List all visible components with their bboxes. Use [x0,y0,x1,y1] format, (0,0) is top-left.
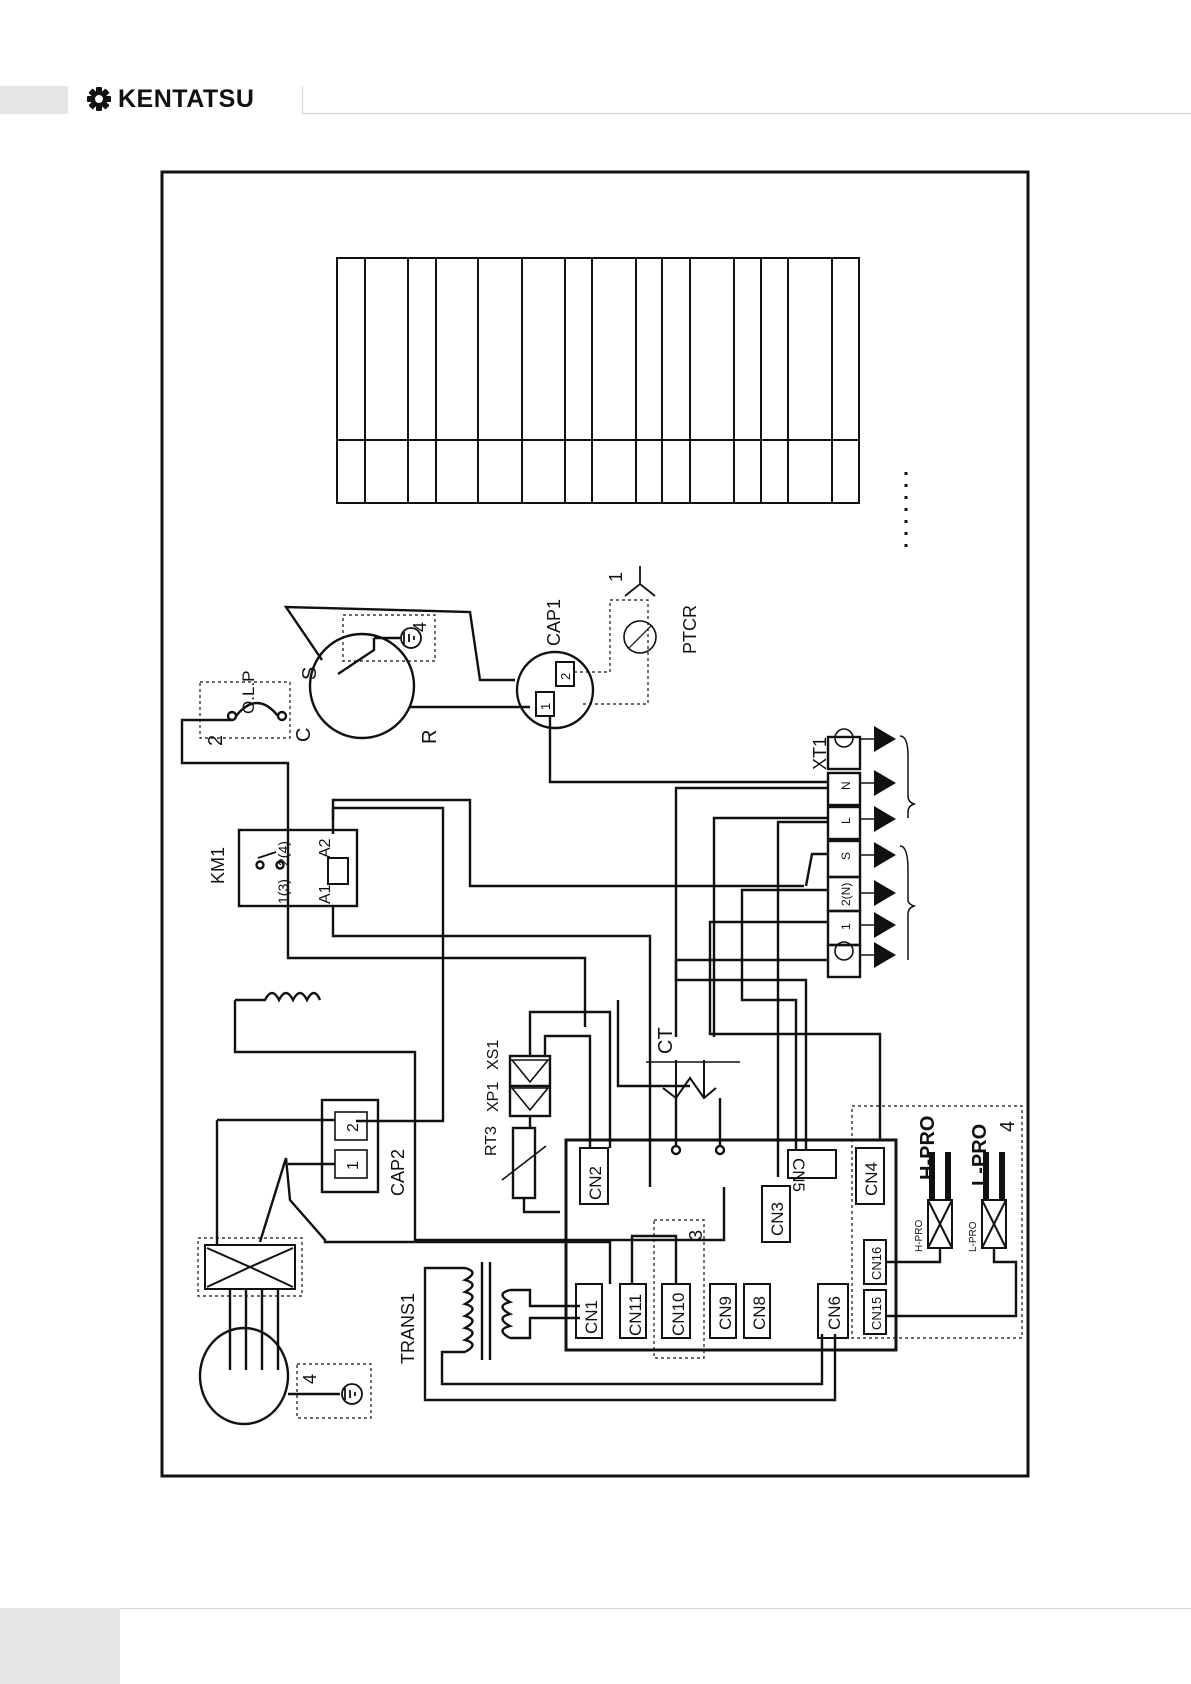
brand-name: KENTATSU [118,84,255,113]
cap1-pin1: 1 [538,703,553,710]
term-1-label: 1 [839,923,853,930]
footer-block [0,1608,120,1684]
cn10-group-box [653,1219,705,1359]
comp-s-label: S [299,667,321,680]
cn10-group-num: 3 [686,1230,706,1240]
fan-ground-num: 4 [300,1374,320,1384]
diagram-frame [160,170,1030,1478]
olp-label: O.L.P [239,671,258,714]
km1-contact-2: 2(4) [275,841,291,866]
xs1-label: XS1 [485,1040,502,1070]
ptcr [623,620,657,654]
cn10-label: CN10 [669,1293,688,1336]
header-separator [302,86,303,114]
cn15-label: CN15 [869,1297,884,1330]
cn3-label: CN3 [768,1202,787,1236]
cn9-label: CN9 [716,1296,735,1330]
header-rule [302,113,1191,114]
cap1 [515,650,595,730]
pcb-connectors [575,1147,887,1339]
pressure-switch-group [851,1105,1023,1339]
term-n-label: N [839,781,853,790]
cn11-label: CN11 [626,1294,645,1336]
ct-label: CT [655,1027,677,1054]
ptcr-label: PTCR [680,605,700,654]
ground-icon [400,627,422,649]
brand-logo: KENTATSU [86,84,254,114]
cap2-pin1: 1 [345,1161,362,1170]
cap2 [320,1098,380,1194]
fan-junction-box [197,1237,303,1297]
lpro-small-label: L-PRO [968,1221,979,1252]
cap1-label: CAP1 [544,599,564,646]
fan-ground-box [296,1363,372,1419]
legend-table [336,257,860,504]
ct-sensor [662,1060,717,1100]
term-l-label: L [839,817,853,824]
terminal-arrows [874,726,896,968]
comp-c-label: C [293,728,315,742]
pro-group-num: 4 [997,1121,1019,1132]
ground-num-label: 4 [410,622,430,632]
ptcr-wire [574,599,649,705]
km1-contact-1: 1(3) [275,879,291,904]
term-s-label: S [839,852,853,860]
cap2-label: CAP2 [388,1149,408,1196]
compressor-ground-box [342,614,436,662]
comp-r-label: R [419,730,441,744]
xt1-label: XT1 [810,737,830,770]
cn5-label: CN5 [789,1158,808,1192]
trans1-label: TRANS1 [398,1293,418,1364]
cn8-label: CN8 [750,1296,769,1330]
cn6-label: CN6 [825,1296,844,1330]
cn16-label: CN16 [869,1247,884,1280]
hpro-small-label: H-PRO [914,1220,925,1252]
cn1-label: CN1 [582,1300,601,1334]
km1-a1: A1 [317,884,334,904]
xp1-label: XP1 [485,1082,502,1112]
main-pcb [564,1138,898,1352]
header-band [0,86,68,114]
km1-contactor [237,828,359,908]
km1-label: KM1 [208,847,228,884]
olp-box [199,681,291,739]
cn4-label: CN4 [862,1162,881,1196]
ptcr-pin-label: 1 [606,572,626,582]
rt3-label: RT3 [483,1126,500,1156]
trans1-transformer [423,1262,837,1402]
cap1-pin2: 2 [558,673,573,680]
cap2-pin2: 2 [345,1123,362,1132]
xt1-terminal-block [826,728,862,979]
cn2-label: CN2 [586,1166,605,1200]
compressor [308,632,416,740]
lpro-label: L-PRO [969,1124,991,1186]
gear-icon [87,87,111,111]
km1-a2: A2 [317,838,334,858]
footer-rule [120,1608,1191,1609]
hpro-label: H-PRO [917,1116,939,1180]
term-2n-label: 2(N) [839,883,853,906]
olp-pin-label: 2 [205,735,227,746]
fan-motor [198,1326,290,1426]
